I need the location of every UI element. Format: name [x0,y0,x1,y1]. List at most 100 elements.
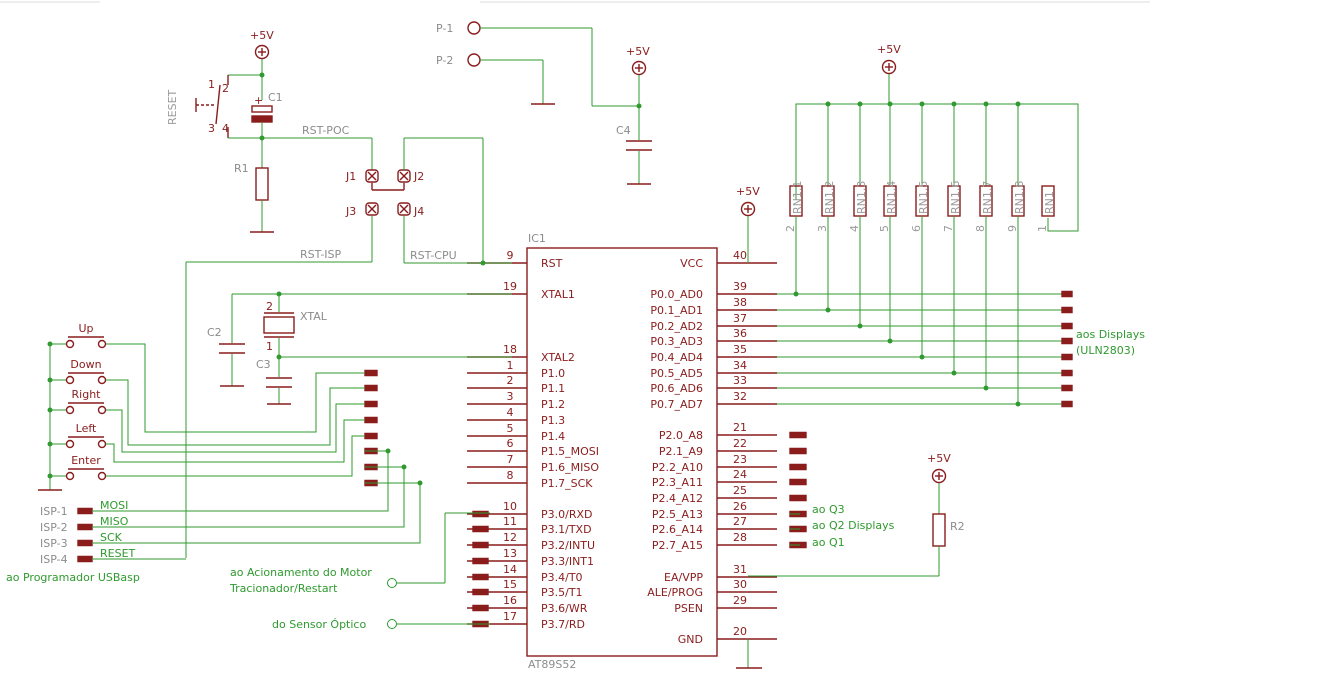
p3-terminal [472,588,489,596]
isp-signal-label: RESET [100,547,136,560]
p2-terminal [789,431,807,439]
pin-number: 11 [503,515,517,528]
p1-terminal [364,400,378,408]
note-motor-2: Tracionador/Restart [229,582,338,595]
pin-name: P3.0/RXD [541,508,592,521]
pin-name: EA/VPP [664,571,703,584]
svg-text:2: 2 [266,300,273,313]
pin-name: P2.4_A12 [652,492,703,505]
pin-number: 17 [503,610,517,623]
rn-label: RN1.1 [791,181,804,214]
rn-label: RN1.3 [855,181,868,214]
pin-number: 1 [507,359,514,372]
j4-label: J4 [413,205,424,218]
r1-resistor: R1 [234,140,274,233]
j3-label: J3 [345,205,356,218]
p2-terminal [789,463,807,471]
button-contact [97,375,107,385]
pin-name: ALE/PROG [647,586,703,599]
svg-text:1: 1 [266,340,273,353]
pin-number: 20 [733,625,747,638]
button-contact [65,405,75,415]
rn-label: RN1.2 [823,181,836,214]
pin-number: 8 [507,469,514,482]
ic-right-pins: 40VCC39P0.0_AD038P0.1_AD137P0.2_AD236P0.… [647,185,1073,669]
vcc-symbol [740,201,756,217]
vcc-label-rn: +5V [877,43,901,56]
rn-pin: 4 [848,225,861,232]
button-contact [97,471,107,481]
rn-pin: 9 [1006,225,1019,232]
button-contact [65,471,75,481]
pin-number: 33 [733,374,747,387]
pin-number: 27 [733,515,747,528]
isp-junction [385,448,391,454]
pin-name: GND [678,633,703,646]
pin-name: P0.3_AD3 [650,335,703,348]
pin-name: P3.4/T0 [541,571,583,584]
pin-name: P0.7_AD7 [650,398,703,411]
pin-number: 4 [507,406,514,419]
ic-body [526,247,718,657]
button-contact [65,439,75,449]
p3-terminal [472,510,489,518]
rn-label: RN1.6 [949,181,962,214]
pin-number: 26 [733,500,747,513]
p3-terminal [472,557,489,565]
pin-number: 2 [507,374,514,387]
svg-text:1: 1 [208,78,215,91]
pin-number: 29 [733,594,747,607]
button-contact [97,439,107,449]
isp-miso-wire [92,466,405,528]
rn-bus-junction [887,338,893,344]
pin-number: 14 [503,563,517,576]
rn-bus-junction [793,291,799,297]
button-contact [97,339,107,349]
pin-name: P3.1/TXD [541,523,592,536]
p0-bus-terminal [1061,353,1073,361]
pin-name: XTAL1 [541,288,575,301]
pin-name: P1.0 [541,367,565,380]
note-q2: ao Q2 Displays [812,519,895,532]
button-label-down: Down [70,358,101,371]
button-label-enter: Enter [71,454,101,467]
svg-text:+: + [254,94,263,107]
rn-bus-junction [857,323,863,329]
isp-pin-label: ISP-4 [40,553,68,566]
pin-number: 15 [503,578,517,591]
reset-switch-label: RESET [166,89,179,125]
p1-terminal [364,384,378,392]
reset-switch: 1 2 3 4 RESET [166,74,262,139]
pin-number: 7 [507,453,514,466]
vcc-symbol-rn [881,59,897,75]
probe-2-label: P-2 [436,54,453,67]
pin-name: P1.5_MOSI [541,445,599,458]
note-displays-1: aos Displays [1076,328,1145,341]
pin-name: P0.1_AD1 [650,304,703,317]
rn-pin: 3 [816,225,829,232]
svg-text:4: 4 [222,122,229,135]
button-contact [65,375,75,385]
pin-name: P2.3_A11 [652,476,703,489]
pin-name: P0.5_AD5 [650,367,703,380]
pin-name: P0.6_AD6 [650,382,703,395]
note-displays-2: (ULN2803) [1076,344,1135,357]
rn-label: RN1.8 [1013,181,1026,214]
rn1-network: +5VRN1.12RN1.23RN1.34RN1.45RN1.56RN1.67R… [784,43,1079,407]
pin-number: 30 [733,578,747,591]
vcc-label-r2: +5V [927,452,951,465]
motor-sensor-links [387,512,490,629]
pin-number: 5 [507,422,514,435]
pin-number: 37 [733,312,747,325]
pin-number: 40 [733,249,747,262]
isp-junction [401,464,407,470]
jumper-pad-x2 [399,171,409,181]
rn-bus-junction [825,307,831,313]
pin-name: VCC [680,257,703,270]
isp-terminal [77,507,93,515]
pin-name: P2.6_A14 [652,523,703,536]
p3-terminal [472,525,489,533]
probes-and-c4: P-1 P-2 +5V C4 [436,21,652,185]
crystal-circuit: C2 2 1 XTAL C3 [207,291,512,405]
